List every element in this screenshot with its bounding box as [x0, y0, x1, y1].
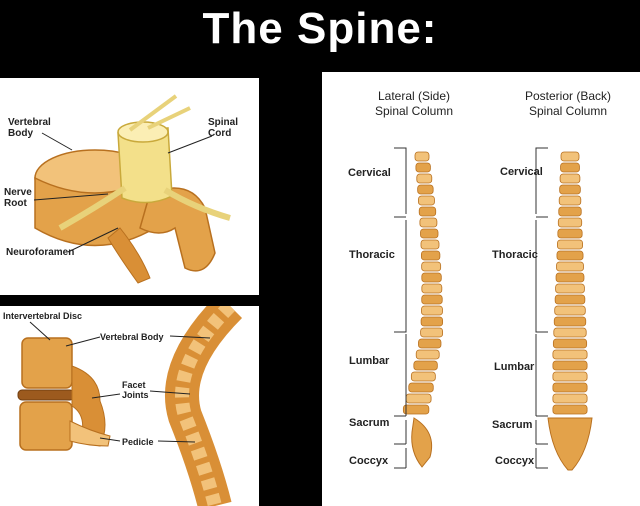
lateral-vertebra	[421, 283, 443, 294]
lateral-vertebra	[413, 360, 438, 371]
label-spinal-cord-2: Cord	[208, 128, 231, 139]
posterior-vertebra	[559, 173, 581, 184]
posterior-vertebra	[553, 316, 587, 327]
vertebral-body-lower	[19, 401, 73, 451]
label-nerve-root-2: Root	[4, 198, 27, 209]
page-title: The Spine:	[202, 4, 438, 53]
lateral-vertebra	[402, 404, 430, 415]
lateral-sacrum	[411, 417, 433, 468]
lateral-vertebra	[421, 305, 443, 316]
label-intervertebral-disc: Intervertebral Disc	[3, 311, 82, 321]
posterior-vertebra	[559, 184, 581, 195]
posterior-vertebra	[552, 360, 588, 371]
posterior-sacrum	[547, 417, 593, 471]
posterior-vertebra	[555, 283, 585, 294]
label-pedicle: Pedicle	[122, 437, 154, 447]
lateral-label-lumbar: Lumbar	[349, 355, 390, 367]
lateral-vertebra	[420, 239, 440, 250]
posterior-vertebra	[557, 217, 583, 228]
lateral-vertebra	[414, 151, 430, 162]
label-vertebral-body-2: Body	[8, 128, 33, 139]
posterior-spine	[547, 151, 593, 471]
posterior-heading-2: Spinal Column	[529, 104, 607, 118]
lateral-vertebra	[418, 338, 442, 349]
vertebral-body-upper	[21, 337, 73, 389]
vertebrae-detail-illustration: Intervertebral Disc Vertebral Body Facet…	[3, 306, 243, 506]
lateral-vertebra	[420, 327, 444, 338]
posterior-heading: Posterior (Back)	[525, 89, 611, 103]
posterior-vertebra	[558, 206, 582, 217]
spinal-column-panel: Lateral (Side) Spinal Column Posterior (…	[322, 72, 640, 506]
lateral-vertebra	[416, 173, 433, 184]
label-nerve-root: Nerve	[4, 187, 32, 198]
lateral-vertebra	[419, 217, 438, 228]
posterior-label-thoracic: Thoracic	[492, 249, 538, 261]
posterior-vertebra	[554, 305, 586, 316]
lateral-vertebra	[417, 184, 434, 195]
lateral-label-thoracic: Thoracic	[349, 249, 395, 261]
vertebra-cord-illustration: Vertebral Body Spinal Cord Nerve Root Ne…	[4, 94, 238, 284]
transverse-process	[107, 227, 151, 284]
posterior-vertebra	[556, 250, 584, 261]
lateral-spine	[402, 151, 444, 468]
posterior-vertebra	[554, 294, 586, 305]
label-spinal-cord: Spinal	[208, 117, 238, 128]
lateral-vertebra	[418, 206, 437, 217]
posterior-label-coccyx: Coccyx	[495, 455, 535, 467]
intervertebral-disc-shape	[17, 389, 75, 401]
lateral-vertebra	[415, 162, 431, 173]
lateral-label-cervical: Cervical	[348, 167, 391, 179]
lateral-vertebra	[420, 228, 439, 239]
posterior-vertebra	[552, 382, 588, 393]
posterior-vertebra	[556, 261, 584, 272]
lateral-label-coccyx: Coccyx	[349, 455, 389, 467]
posterior-vertebra	[552, 349, 588, 360]
lateral-vertebra	[415, 349, 440, 360]
lateral-vertebra	[408, 382, 434, 393]
label-neuroforamen: Neuroforamen	[6, 247, 74, 258]
pedicle-process	[69, 420, 111, 447]
posterior-vertebra	[560, 162, 580, 173]
facet-process	[71, 365, 106, 447]
posterior-label-cervical: Cervical	[500, 166, 543, 178]
posterior-vertebra	[552, 371, 588, 382]
lateral-vertebra	[420, 250, 441, 261]
nerve-root-left	[58, 185, 127, 231]
spinal-cord-top	[117, 121, 169, 143]
posterior-vertebra	[552, 338, 588, 349]
lateral-vertebra	[410, 371, 436, 382]
posterior-vertebra	[556, 239, 583, 250]
label-facet-joints-2: Joints	[122, 390, 149, 400]
posterior-vertebra	[555, 272, 585, 283]
posterior-vertebra	[557, 228, 583, 239]
posterior-label-sacrum: Sacrum	[492, 419, 533, 431]
label-vertebral-body: Vertebral Body	[100, 332, 164, 342]
spinal-column-illustration: Lateral (Side) Spinal Column Posterior (…	[348, 89, 611, 471]
posterior-vertebra	[552, 404, 588, 415]
label-facet-joints: Facet	[122, 380, 146, 390]
posterior-vertebra	[552, 393, 588, 404]
lateral-vertebra	[418, 195, 435, 206]
posterior-vertebra	[553, 327, 587, 338]
lateral-vertebra	[421, 272, 442, 283]
lateral-label-sacrum: Sacrum	[349, 417, 390, 429]
nerve-root-right	[163, 187, 231, 221]
lateral-heading: Lateral (Side)	[378, 89, 450, 103]
lateral-heading-2: Spinal Column	[375, 104, 453, 118]
curved-spine	[165, 306, 243, 506]
label-vertebral-body: Vertebral	[8, 117, 51, 128]
posterior-label-lumbar: Lumbar	[494, 361, 535, 373]
posterior-vertebra	[560, 151, 580, 162]
lateral-vertebra	[420, 316, 444, 327]
posterior-vertebra	[558, 195, 582, 206]
lateral-vertebra	[405, 393, 432, 404]
lateral-vertebra	[421, 294, 443, 305]
lateral-vertebra	[421, 261, 442, 272]
vertebra-cord-panel: Vertebral Body Spinal Cord Nerve Root Ne…	[0, 78, 259, 295]
vertebrae-detail-panel: Intervertebral Disc Vertebral Body Facet…	[0, 306, 259, 506]
